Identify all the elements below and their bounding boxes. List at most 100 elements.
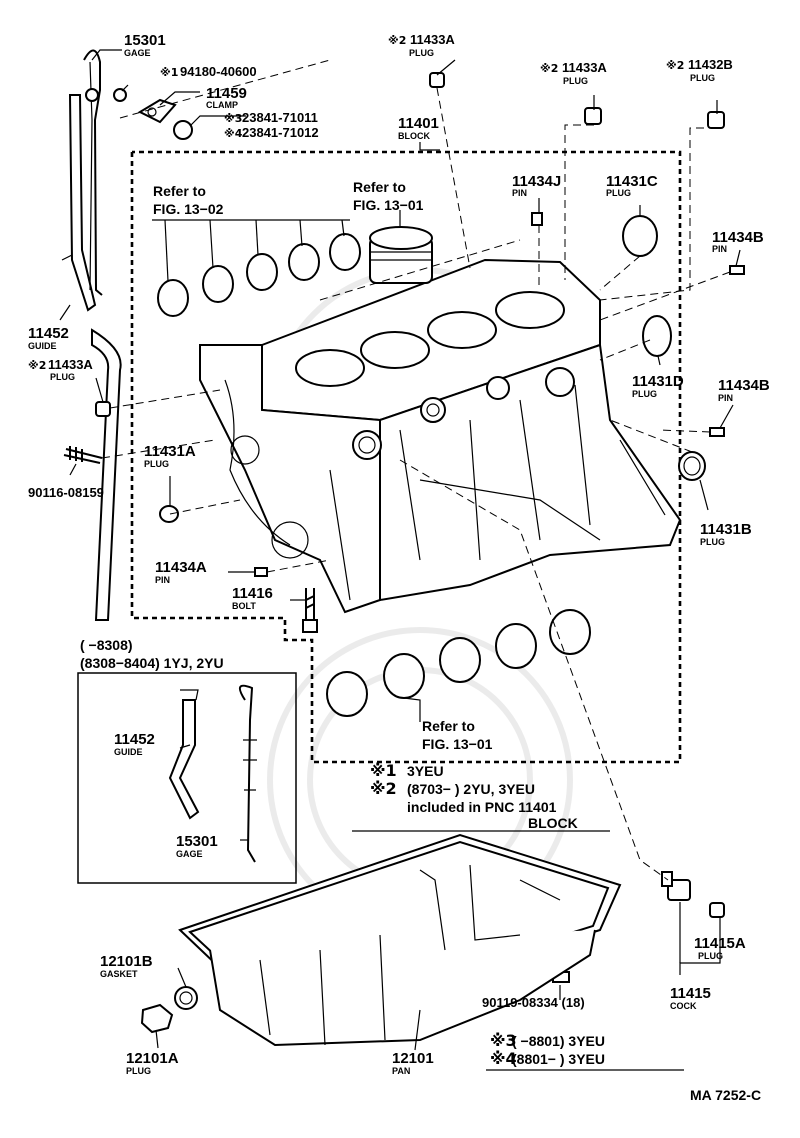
svg-text:CLAMP: CLAMP xyxy=(206,100,238,110)
svg-text:23841-71012: 23841-71012 xyxy=(242,125,319,140)
svg-text:11401: 11401 xyxy=(398,115,439,132)
svg-text:11452: 11452 xyxy=(114,731,155,748)
svg-text:GASKET: GASKET xyxy=(100,969,138,979)
plug-11433a-top xyxy=(429,72,445,88)
label-11434b-top: 11434B PIN xyxy=(712,229,764,254)
svg-text:※2: ※2 xyxy=(540,62,558,75)
label-11459-clamp: 11459 CLAMP xyxy=(206,85,247,110)
svg-text:PLUG: PLUG xyxy=(690,73,715,83)
svg-text:12101A: 12101A xyxy=(126,1050,179,1067)
plug-11431a xyxy=(159,505,179,523)
label-15301-inset: 15301 GAGE xyxy=(176,833,218,859)
plug-12101a xyxy=(140,1003,174,1034)
stud-bolt xyxy=(63,446,103,464)
label-11415a: 11415A PLUG xyxy=(694,935,746,961)
svg-text:FIG. 13−01: FIG. 13−01 xyxy=(353,197,424,213)
refer-to-fig-13-02: Refer to FIG. 13−02 xyxy=(153,183,224,217)
svg-text:※2: ※2 xyxy=(388,34,406,47)
clamp-part xyxy=(113,88,193,140)
label-11434j: 11434J PIN xyxy=(512,173,561,198)
label-11433a-top: ※2 11433A PLUG xyxy=(388,32,455,58)
inset-guide xyxy=(168,689,200,820)
svg-text:11431C: 11431C xyxy=(606,173,658,190)
svg-text:11415A: 11415A xyxy=(694,935,746,952)
svg-text:PIN: PIN xyxy=(712,244,727,254)
svg-text:11431B: 11431B xyxy=(700,521,752,538)
svg-text:PLUG: PLUG xyxy=(50,372,75,382)
label-11401-block: 11401 BLOCK xyxy=(398,115,439,141)
label-94180: ※1 94180-40600 xyxy=(160,64,257,79)
guide-tube xyxy=(61,94,97,312)
svg-text:12101: 12101 xyxy=(392,1050,434,1067)
plug-11432b xyxy=(707,111,725,129)
svg-text:11433A: 11433A xyxy=(410,32,455,47)
leader-lines xyxy=(59,49,741,1051)
svg-text:11431D: 11431D xyxy=(632,373,684,390)
svg-text:※2: ※2 xyxy=(28,359,46,372)
svg-text:15301: 15301 xyxy=(176,833,218,850)
plug-11431d xyxy=(642,315,672,357)
svg-text:11434J: 11434J xyxy=(512,173,561,190)
notes-block: ※1 3YEU ※2 (8703− ) 2YU, 3YEU included i… xyxy=(370,761,578,831)
pin-11434a xyxy=(254,567,268,577)
piston xyxy=(369,226,433,284)
svg-text:Refer to: Refer to xyxy=(353,179,406,195)
inset-title: ( −8308) (8308−8404) 1YJ, 2YU xyxy=(80,637,224,671)
svg-text:FIG. 13−02: FIG. 13−02 xyxy=(153,201,224,217)
svg-text:3YEU: 3YEU xyxy=(407,763,444,779)
gage-dipstick xyxy=(83,49,103,296)
svg-text:Refer to: Refer to xyxy=(153,183,206,199)
svg-text:PLUG: PLUG xyxy=(632,389,657,399)
refer-to-fig-13-01-bottom: Refer to FIG. 13−01 xyxy=(422,718,493,752)
label-12101-pan: 12101 PAN xyxy=(392,1050,434,1076)
lower-guide-tube xyxy=(91,328,122,621)
svg-text:※3: ※3 xyxy=(490,1031,517,1050)
svg-text:PLUG: PLUG xyxy=(144,459,169,469)
label-12101a: 12101A PLUG xyxy=(126,1050,179,1076)
label-11431d: 11431D PLUG xyxy=(632,373,684,399)
lower-bearings xyxy=(326,609,591,717)
svg-text:※1: ※1 xyxy=(160,66,178,79)
svg-text:12101B: 12101B xyxy=(100,953,153,970)
block-boundary xyxy=(130,150,682,764)
upper-bearings xyxy=(157,233,361,317)
svg-text:PLUG: PLUG xyxy=(698,951,723,961)
svg-text:※4: ※4 xyxy=(490,1049,517,1068)
svg-text:11415: 11415 xyxy=(670,985,711,1002)
svg-text:※1: ※1 xyxy=(370,761,397,780)
svg-text:( −8801) 3YEU: ( −8801) 3YEU xyxy=(512,1033,605,1049)
svg-text:11434B: 11434B xyxy=(712,229,764,246)
label-11416-bolt: 11416 BOLT xyxy=(232,585,273,611)
inset-gage xyxy=(238,684,257,863)
svg-text:※2: ※2 xyxy=(666,59,684,72)
label-11434b-mid: 11434B PIN xyxy=(718,377,770,403)
svg-text:11416: 11416 xyxy=(232,585,273,602)
svg-text:GAGE: GAGE xyxy=(176,849,203,859)
plug-11431c xyxy=(622,215,658,257)
label-12101b: 12101B GASKET xyxy=(100,953,153,979)
svg-text:PIN: PIN xyxy=(512,188,527,198)
svg-text:(8308−8404) 1YJ, 2YU: (8308−8404) 1YJ, 2YU xyxy=(80,655,224,671)
svg-text:11459: 11459 xyxy=(206,85,247,102)
svg-text:BOLT: BOLT xyxy=(232,601,256,611)
label-11431a: 11431A PLUG xyxy=(144,443,196,469)
svg-text:11431A: 11431A xyxy=(144,443,196,460)
label-11452-inset: 11452 GUIDE xyxy=(114,731,155,757)
svg-text:PLUG: PLUG xyxy=(563,76,588,86)
label-11433a-mid: ※2 11433A PLUG xyxy=(540,60,607,86)
svg-text:90119-08334 (18): 90119-08334 (18) xyxy=(482,995,585,1010)
assembly-dash-lines xyxy=(101,59,731,881)
svg-text:11433A: 11433A xyxy=(48,357,93,372)
svg-text:GUIDE: GUIDE xyxy=(114,747,143,757)
svg-text:( −8308): ( −8308) xyxy=(80,637,133,653)
svg-text:PLUG: PLUG xyxy=(700,537,725,547)
oil-pan xyxy=(178,833,622,1047)
svg-text:PIN: PIN xyxy=(718,393,733,403)
svg-text:11433A: 11433A xyxy=(562,60,607,75)
label-11434a: 11434A PIN xyxy=(155,559,207,585)
svg-text:(8801− ) 3YEU: (8801− ) 3YEU xyxy=(512,1051,605,1067)
svg-text:94180-40600: 94180-40600 xyxy=(180,64,257,79)
label-11452-guide: 11452 GUIDE xyxy=(28,325,69,351)
svg-text:15301: 15301 xyxy=(124,32,166,49)
